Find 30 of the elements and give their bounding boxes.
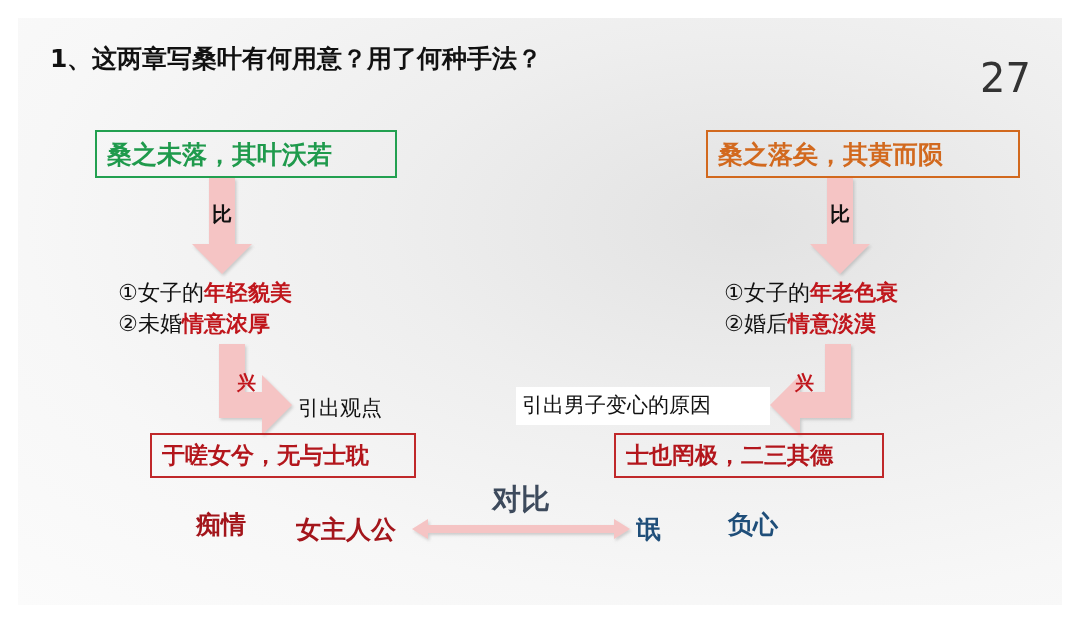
quote-box — [706, 130, 1020, 178]
title: 1、这两章写桑叶有何用意？用了何种手法？ — [50, 43, 543, 75]
point-text: 引出观点 — [298, 395, 382, 423]
edge-label: 对比 — [492, 481, 550, 518]
block-arrow — [810, 178, 870, 274]
edge-label: 兴 — [236, 370, 256, 395]
block-arrow — [192, 178, 252, 274]
edge-label: 比 — [830, 200, 850, 228]
point-text: ②婚后情意淡漠 — [724, 310, 876, 338]
page-number: 27 — [980, 54, 1031, 102]
point-text: 女主人公 — [296, 513, 396, 546]
point-text: ①女子的年轻貌美 — [118, 279, 292, 308]
point-text: 氓 — [636, 513, 661, 546]
box-text: 士也罔极，二三其德 — [626, 441, 833, 471]
quote-box — [150, 433, 416, 478]
trait-label: 负心 — [728, 510, 778, 540]
trait-label: 痴情 — [196, 510, 246, 540]
box-text: 桑之落矣，其黄而陨 — [718, 138, 943, 171]
box-text: 于嗟女兮，无与士耽 — [162, 441, 369, 471]
block-arrow — [770, 344, 851, 435]
edge-label: 兴 — [794, 370, 814, 395]
block-arrow — [219, 344, 292, 435]
point-text: ②未婚情意浓厚 — [118, 310, 270, 338]
box-text: 桑之未落，其叶沃若 — [107, 138, 332, 171]
quote-box — [95, 130, 397, 178]
quote-box — [614, 433, 884, 478]
note-box — [516, 387, 770, 425]
edge-label: 比 — [212, 200, 232, 228]
box-text: 引出男子变心的原因 — [522, 392, 711, 420]
point-text: ①女子的年老色衰 — [724, 279, 898, 308]
